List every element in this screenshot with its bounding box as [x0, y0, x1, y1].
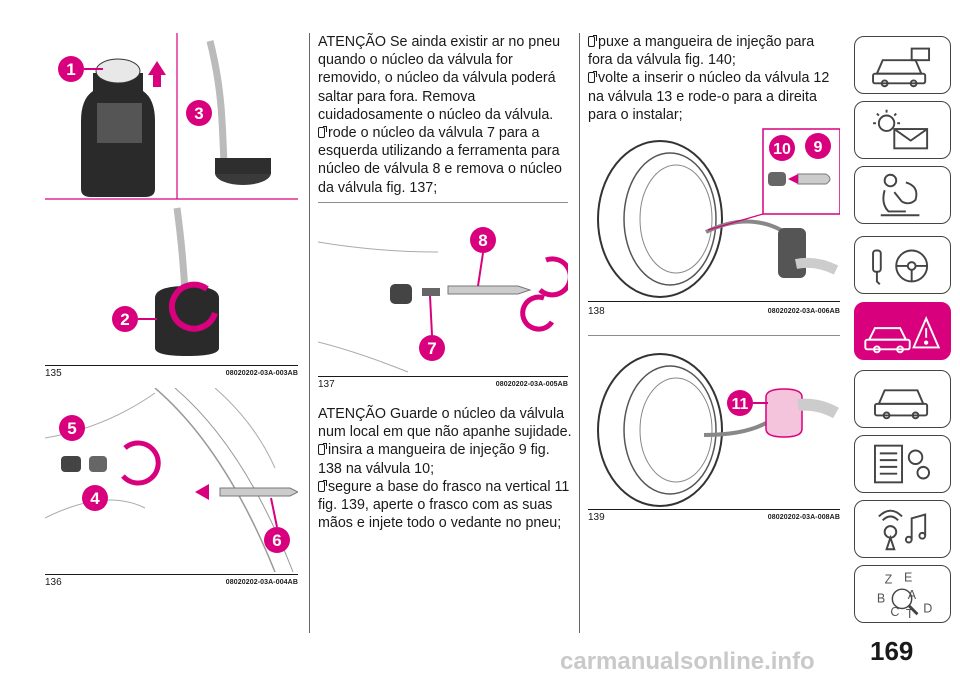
column-2-text-bottom: ATENÇÃO Guarde o núcleo da válvula num l… [318, 405, 572, 532]
callout-10: 10 [769, 135, 795, 161]
step-reinsert-valve-core: volte a inserir o núcleo da válvula 12 n… [588, 70, 830, 123]
safety-seat-airbag-icon [880, 173, 920, 217]
figure-139: 11 [588, 335, 840, 507]
svg-text:5: 5 [67, 419, 76, 438]
footer-watermark: carmanualsonline.info [560, 648, 815, 675]
step-insert-hose: insira a mangueira de injeção 9 fig. 138… [318, 442, 550, 477]
figure-137-code: 08020202-03A-005AB [495, 381, 568, 388]
step-icon [318, 126, 327, 139]
figure-137: 8 7 [318, 202, 568, 374]
column-3-text: puxe a mangueira de injeção para fora da… [588, 33, 840, 124]
step-icon [588, 35, 597, 47]
tab-technical-data[interactable] [854, 435, 951, 493]
figure-136-number: 136 [45, 577, 62, 588]
tab-starting-driving[interactable] [854, 236, 951, 294]
tab-emergency[interactable] [854, 302, 951, 360]
step-inject-sealant: segure a base do frasco na vertical 11 f… [318, 478, 570, 532]
multimedia-icon [878, 509, 927, 551]
emergency-breakdown-icon [864, 316, 941, 354]
svg-text:4: 4 [90, 489, 100, 508]
callout-1: 1 [58, 56, 84, 82]
step-icon [588, 71, 597, 84]
warning-air-in-tire: ATENÇÃO Se ainda existir ar no pneu quan… [318, 34, 561, 123]
step-remove-valve-core: rode o núcleo da válvula 7 para a esquer… [318, 125, 562, 196]
svg-text:A: A [908, 588, 917, 602]
callout-11: 11 [727, 390, 753, 416]
tab-dashboard[interactable] [854, 36, 951, 94]
figure-135-number: 135 [45, 368, 62, 379]
svg-text:1: 1 [66, 60, 75, 79]
technical-data-icon [874, 444, 931, 484]
svg-text:6: 6 [272, 531, 281, 550]
figure-138-code: 08020202-03A-006AB [767, 308, 840, 315]
column-2-text-top: ATENÇÃO Se ainda existir ar no pneu quan… [318, 33, 572, 197]
callout-5: 5 [59, 415, 85, 441]
svg-text:B: B [877, 592, 885, 606]
tab-maintenance[interactable] [854, 370, 951, 428]
figure-135-code: 08020202-03A-003AB [225, 370, 298, 377]
car-dashboard-icon [872, 47, 931, 88]
svg-text:7: 7 [427, 339, 436, 358]
svg-text:C: C [890, 605, 899, 619]
svg-text:3: 3 [194, 104, 203, 123]
car-maintenance-icon [874, 389, 929, 420]
svg-text:2: 2 [120, 310, 129, 329]
figure-139-number: 139 [588, 512, 605, 523]
svg-text:10: 10 [773, 141, 791, 158]
callout-7: 7 [419, 335, 445, 361]
figure-136: 5 4 6 [45, 388, 298, 572]
figure-139-code: 08020202-03A-008AB [767, 514, 840, 521]
figure-138-number: 138 [588, 306, 605, 317]
tab-safety[interactable] [854, 166, 951, 224]
svg-text:E: E [904, 570, 912, 584]
callout-9: 9 [805, 133, 831, 159]
svg-text:D: D [923, 601, 932, 615]
svg-text:9: 9 [814, 139, 823, 156]
tab-multimedia[interactable] [854, 500, 951, 558]
page-number: 169 [870, 636, 914, 666]
svg-text:T: T [906, 607, 914, 621]
warning-keep-valve-core-clean: ATENÇÃO Guarde o núcleo da válvula num l… [318, 406, 572, 441]
figure-136-code: 08020202-03A-004AB [225, 579, 298, 586]
figure-137-number: 137 [318, 379, 335, 390]
callout-6: 6 [264, 527, 290, 553]
svg-text:8: 8 [478, 231, 487, 250]
svg-text:Z: Z [885, 572, 893, 586]
warning-lights-icon [873, 109, 929, 150]
callout-3: 3 [186, 100, 212, 126]
callout-2: 2 [112, 306, 138, 332]
step-icon [318, 479, 327, 492]
step-pull-hose: puxe a mangueira de injeção para fora da… [588, 34, 815, 69]
figure-138: 10 9 [588, 124, 840, 299]
callout-8: 8 [470, 227, 496, 253]
svg-text:11: 11 [732, 396, 749, 413]
callout-4: 4 [82, 485, 108, 511]
steering-wheel-key-icon [872, 249, 929, 285]
tab-warning-lights[interactable] [854, 101, 951, 159]
figure-135: 1 3 2 [45, 33, 298, 363]
step-icon [318, 443, 327, 456]
